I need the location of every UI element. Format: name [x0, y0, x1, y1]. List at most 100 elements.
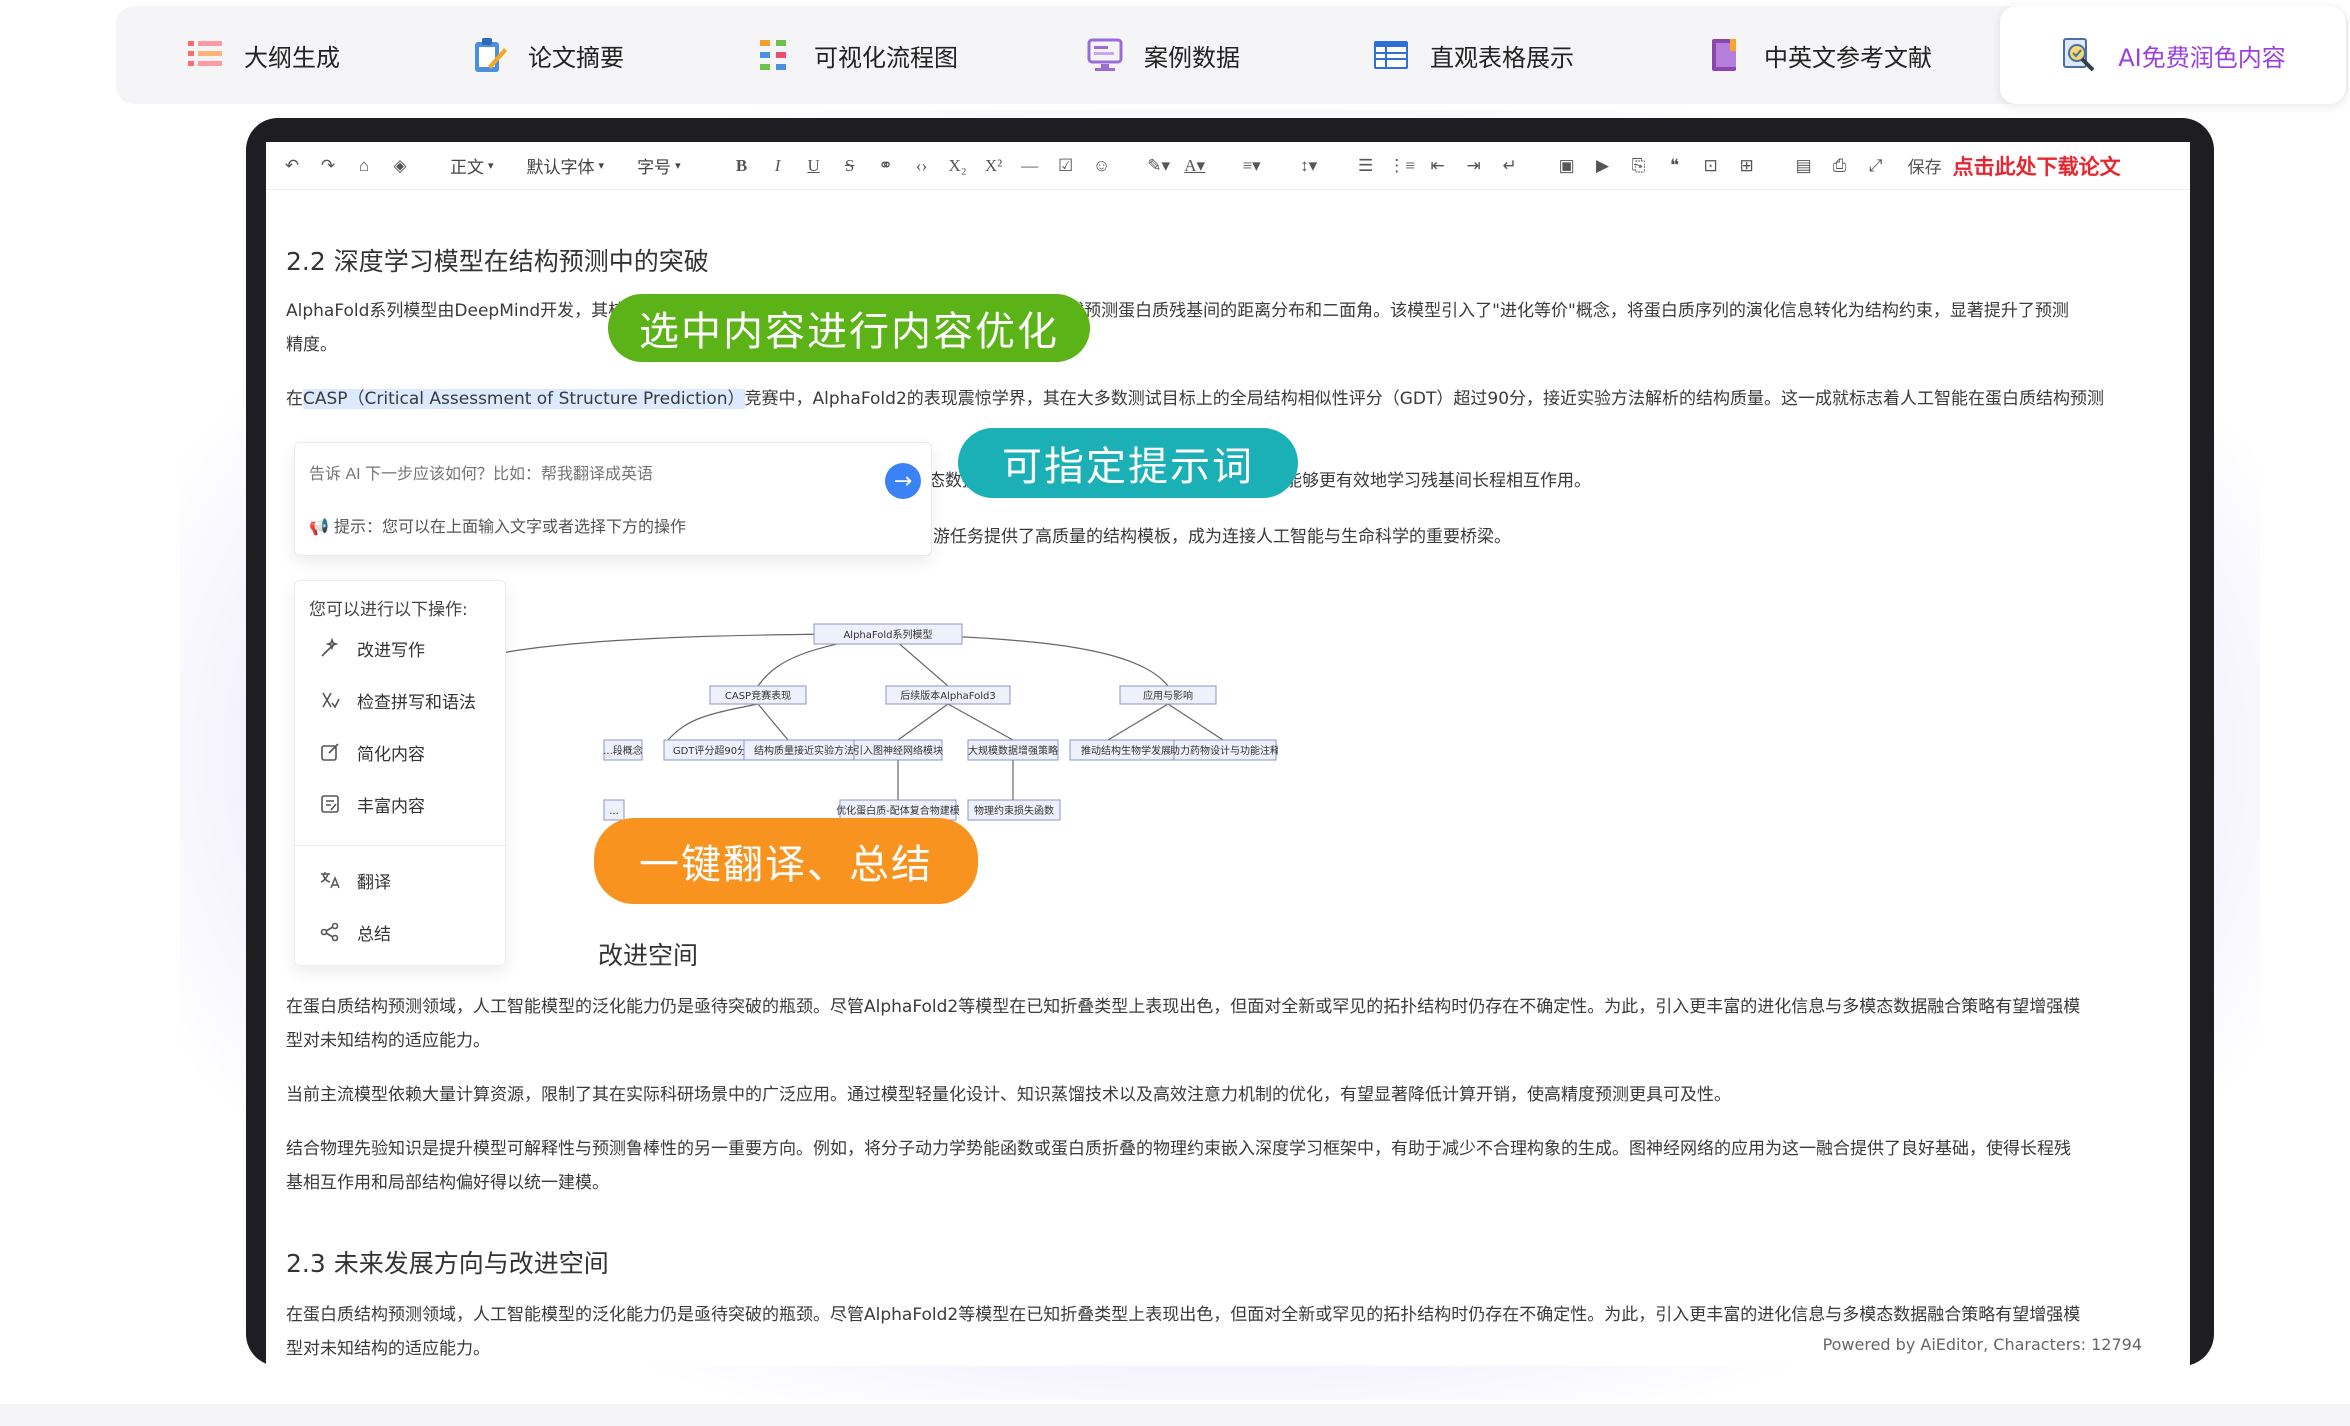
source-code-icon[interactable]: ▤	[1795, 155, 1812, 175]
redo-icon[interactable]: ↷	[320, 155, 336, 175]
diagram-node: CASP竞赛表现	[725, 689, 791, 702]
diagram-node: GDT评分超90分	[673, 744, 747, 757]
superscript-icon[interactable]: X²	[984, 155, 1003, 175]
diagram-node: 大规模数据增强策略	[968, 744, 1058, 757]
character-count-footer: Powered by AiEditor, Characters: 12794	[1822, 1335, 2142, 1354]
menu-item-summarize[interactable]: 总结	[319, 915, 391, 949]
case-data-monitor-icon	[1087, 38, 1123, 71]
tab-flowchart[interactable]: 可视化流程图	[756, 6, 958, 104]
ai-prompt-input[interactable]	[309, 457, 869, 493]
diagram-node: 物理约束损失函数	[974, 804, 1054, 817]
italic-icon[interactable]: I	[774, 155, 781, 175]
undo-icon[interactable]: ↶	[284, 155, 300, 175]
video-icon[interactable]: ▶	[1596, 155, 1610, 175]
tab-case-data[interactable]: 案例数据	[1086, 6, 1240, 104]
diagram-node: 助力药物设计与功能注释	[1170, 744, 1278, 757]
highlight-color-icon[interactable]: ✎▾	[1147, 155, 1170, 175]
emoji-icon[interactable]: ☺	[1092, 155, 1111, 175]
tab-ai-polish[interactable]: AI免费润色内容	[2000, 6, 2346, 104]
container-icon[interactable]: ⊡	[1703, 155, 1718, 175]
flowchart-icon	[760, 40, 786, 70]
subscript-icon[interactable]: X₂	[948, 155, 967, 175]
bullet-list-icon[interactable]: ☰	[1357, 155, 1374, 175]
paragraph: 型对未知结构的适应能力。	[286, 1031, 490, 1051]
spellcheck-icon	[322, 692, 340, 709]
page-bottom-strip	[0, 1404, 2350, 1426]
bold-icon[interactable]: B	[735, 155, 748, 175]
todo-checkbox-icon[interactable]: ☑	[1057, 155, 1074, 175]
callout-custom-prompt: 可指定提示词	[958, 428, 1298, 498]
code-icon[interactable]: ‹›	[915, 155, 928, 175]
paragraph: 结合物理先验知识是提升模型可解释性与预测鲁棒性的另一重要方向。例如，将分子动力学…	[286, 1139, 2071, 1159]
tab-label: 中英文参考文献	[1764, 43, 1932, 72]
tab-label: 案例数据	[1144, 43, 1240, 72]
insert-table-icon[interactable]: ⊞	[1739, 155, 1754, 175]
menu-item-check-spelling[interactable]: 检查拼写和语法	[319, 683, 476, 717]
diagram-node: 后续版本AlphaFold3	[900, 689, 995, 702]
tab-references[interactable]: 中英文参考文献	[1706, 6, 1932, 104]
format-painter-icon[interactable]: ⌂	[358, 155, 370, 175]
ordered-list-icon[interactable]: ⋮≡	[1388, 155, 1415, 175]
tab-outline[interactable]: 大纲生成	[186, 6, 340, 104]
callout-translate-summarize: 一键翻译、总结	[594, 818, 978, 904]
diagram-node: 引入图神经网络模块	[853, 744, 943, 757]
font-size-select[interactable]: 字号	[627, 149, 691, 183]
send-arrow-icon[interactable]: →	[885, 463, 921, 499]
tab-label: 直观表格展示	[1430, 43, 1574, 72]
break-icon[interactable]: ↵	[1502, 155, 1517, 175]
underline-icon[interactable]: U	[807, 155, 820, 175]
eraser-icon[interactable]: ◈	[393, 155, 407, 175]
ai-prompt-popup: → 📢 提示：您可以在上面输入文字或者选择下方的操作	[294, 442, 932, 556]
fullscreen-icon[interactable]: ⤢	[1868, 155, 1883, 175]
diagram-node-root: AlphaFold系列模型	[843, 628, 932, 641]
menu-item-improve-writing[interactable]: 改进写作	[319, 631, 425, 665]
menu-item-enrich[interactable]: 丰富内容	[319, 787, 425, 821]
menu-item-label: 翻译	[357, 872, 391, 893]
paragraph: 精度。	[286, 335, 337, 355]
indent-decrease-icon[interactable]: ⇤	[1430, 155, 1445, 175]
image-icon[interactable]: ▣	[1558, 155, 1575, 175]
attachment-icon[interactable]: ⎘	[1631, 155, 1646, 175]
menu-item-label: 丰富内容	[357, 796, 425, 817]
tab-label: AI免费润色内容	[2118, 43, 2286, 72]
enrich-edit-icon	[321, 795, 339, 813]
summary-nodes-icon	[320, 922, 339, 942]
simplify-edit-icon	[321, 743, 339, 761]
tab-abstract[interactable]: 论文摘要	[470, 6, 624, 104]
diagram-node: ...段概念	[603, 744, 643, 757]
diagram-node: 应用与影响	[1143, 689, 1193, 702]
download-paper-button[interactable]: 点击此处下载论文	[1952, 154, 2121, 179]
section-heading: 2.2 深度学习模型在结构预测中的突破	[286, 247, 709, 276]
diagram-edge	[667, 703, 759, 741]
paragraph-select[interactable]: 正文	[440, 149, 504, 183]
horizontal-rule-icon[interactable]: —	[1021, 155, 1039, 175]
tab-table[interactable]: 直观表格展示	[1372, 6, 1574, 104]
font-color-icon[interactable]: A▾	[1184, 155, 1205, 175]
selected-text[interactable]: CASP（Critical Assessment of Structure Pr…	[303, 389, 745, 409]
save-button[interactable]: 保存	[1907, 158, 1942, 178]
menu-item-label: 改进写作	[357, 640, 425, 661]
link-icon[interactable]: ⚭	[878, 155, 893, 175]
indent-increase-icon[interactable]: ⇥	[1466, 155, 1481, 175]
diagram-edge	[1167, 703, 1224, 741]
flowchart-diagram: AlphaFold系列模型 CASP竞赛表现 后续版本AlphaFold3 应用…	[478, 608, 1278, 848]
align-icon[interactable]: ≡▾	[1242, 155, 1261, 175]
menu-item-label: 总结	[357, 924, 391, 945]
paragraph: 在CASP（Critical Assessment of Structure P…	[286, 382, 2176, 416]
ai-menu-title: 您可以进行以下操作:	[309, 600, 468, 620]
menu-item-translate[interactable]: 翻译	[319, 863, 391, 897]
print-icon[interactable]: ⎙	[1832, 155, 1847, 175]
menu-item-simplify[interactable]: 简化内容	[319, 735, 425, 769]
strikethrough-icon[interactable]: S	[844, 155, 855, 175]
tab-label: 论文摘要	[528, 43, 624, 72]
callout-select-optimize: 选中内容进行内容优化	[608, 294, 1090, 362]
font-select[interactable]: 默认字体	[517, 149, 615, 183]
diagram-edge	[947, 703, 1014, 741]
quote-icon[interactable]: ❝	[1670, 155, 1680, 175]
diagram-node: 优化蛋白质-配体复合物建模	[836, 804, 960, 817]
editor-screen: ↶ ↷ ⌂ ◈ 正文 默认字体 字号 B I U S ⚭ ‹› X₂ X² — …	[266, 142, 2190, 1366]
paragraph: 在蛋白质结构预测领域，人工智能模型的泛化能力仍是亟待突破的瓶颈。尽管AlphaF…	[286, 997, 2081, 1017]
paragraph: 下游任务提供了高质量的结构模板，成为连接人工智能与生命科学的重要桥梁。	[916, 527, 1511, 547]
tab-label: 大纲生成	[244, 43, 340, 72]
line-height-icon[interactable]: ↕▾	[1300, 155, 1318, 175]
